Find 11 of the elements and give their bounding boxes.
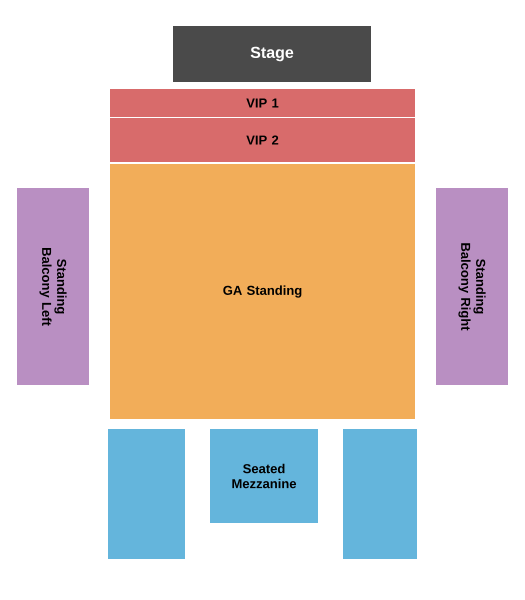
node-label: VIP 1 [246, 98, 278, 108]
stage-block: Stage [173, 26, 371, 82]
section-block: GA Standing [110, 164, 415, 419]
section-block: Standing Balcony Right [436, 188, 508, 385]
section-block [343, 429, 417, 559]
section-block: VIP 2 [110, 118, 415, 162]
node-label: VIP 2 [246, 135, 278, 145]
section-block: VIP 1 [110, 89, 415, 117]
section-block: Seated Mezzanine [210, 429, 318, 523]
section-block: Standing Balcony Left [17, 188, 89, 385]
section-block [108, 429, 185, 559]
